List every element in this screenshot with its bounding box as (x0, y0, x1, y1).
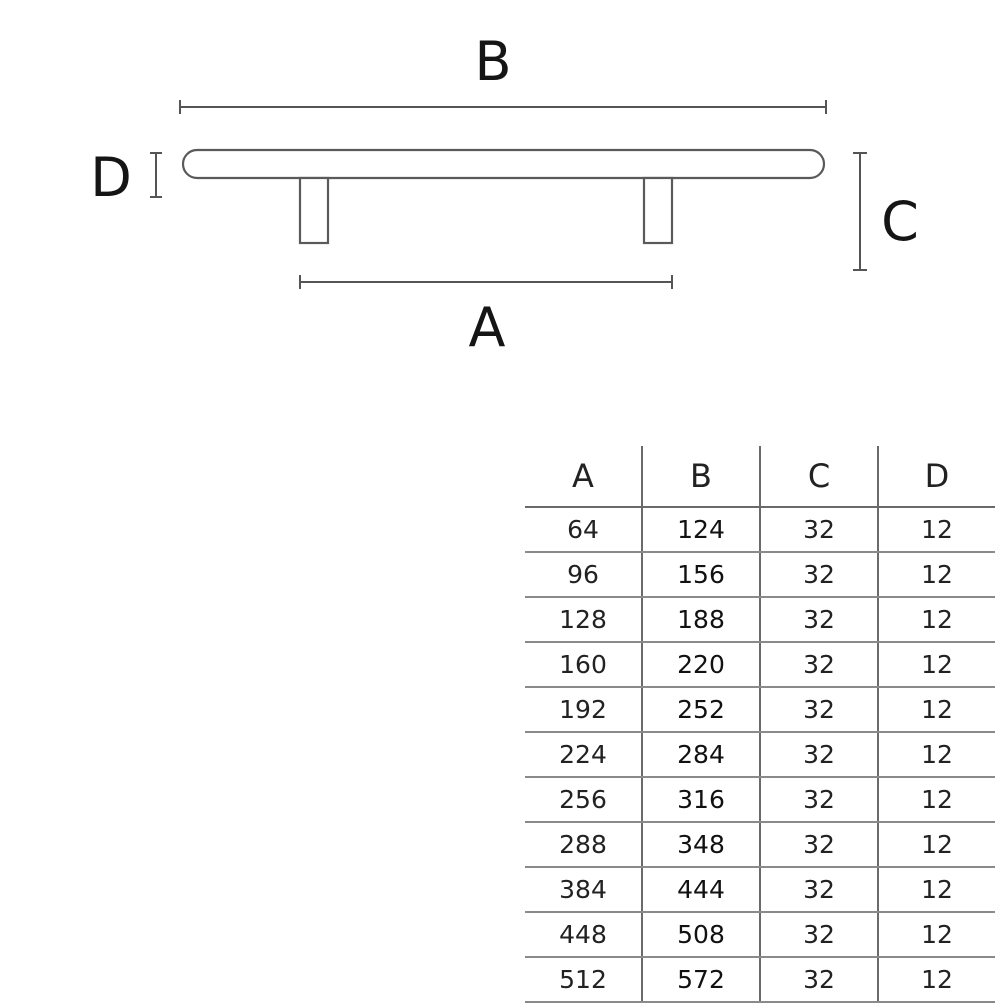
dimension-a-label: A (469, 296, 506, 359)
cell-b: 348 (641, 822, 760, 868)
dimension-b (179, 100, 827, 114)
handle-leg-right (642, 176, 674, 245)
cell-d: 12 (877, 867, 995, 913)
cell-a: 384 (525, 867, 642, 913)
table-row: 512 572 32 12 (525, 957, 995, 1003)
cell-d: 12 (877, 732, 995, 778)
table-row: 224 284 32 12 (525, 732, 995, 778)
cell-a: 192 (525, 687, 642, 733)
cell-a: 224 (525, 732, 642, 778)
cell-b: 444 (641, 867, 760, 913)
cell-c: 32 (759, 687, 878, 733)
handle-bar (181, 148, 826, 180)
cell-b: 316 (641, 777, 760, 823)
cell-c: 32 (759, 777, 878, 823)
table-row: 192 252 32 12 (525, 687, 995, 733)
cell-c: 32 (759, 507, 878, 553)
dimension-c (853, 152, 867, 271)
table-row: 128 188 32 12 (525, 597, 995, 643)
cell-c: 32 (759, 642, 878, 688)
cell-c: 32 (759, 552, 878, 598)
table-row: 96 156 32 12 (525, 552, 995, 598)
cell-a: 96 (525, 552, 642, 598)
table-row: 64 124 32 12 (525, 507, 995, 553)
cell-c: 32 (759, 732, 878, 778)
dimension-d-label: D (90, 146, 132, 209)
cell-b: 508 (641, 912, 760, 958)
dimension-a (299, 275, 673, 289)
dimension-b-label: B (474, 30, 511, 93)
cell-b: 284 (641, 732, 760, 778)
cell-b: 156 (641, 552, 760, 598)
table-row: 256 316 32 12 (525, 777, 995, 823)
cell-d: 12 (877, 957, 995, 1003)
cell-a: 448 (525, 912, 642, 958)
cell-c: 32 (759, 597, 878, 643)
table-header-row: A B C D (525, 446, 995, 508)
cell-c: 32 (759, 912, 878, 958)
cell-d: 12 (877, 912, 995, 958)
dimension-d (150, 152, 162, 198)
header-a: A (525, 446, 642, 508)
table-row: 448 508 32 12 (525, 912, 995, 958)
cell-d: 12 (877, 642, 995, 688)
table-row: 160 220 32 12 (525, 642, 995, 688)
cell-a: 288 (525, 822, 642, 868)
dimensions-table: A B C D 64 124 32 12 96 156 32 12 128 18… (525, 446, 995, 1003)
cell-a: 64 (525, 507, 642, 553)
cell-b: 572 (641, 957, 760, 1003)
cell-b: 252 (641, 687, 760, 733)
cell-d: 12 (877, 507, 995, 553)
dimension-c-label: C (881, 190, 919, 253)
cell-b: 220 (641, 642, 760, 688)
cell-a: 512 (525, 957, 642, 1003)
cell-a: 160 (525, 642, 642, 688)
cell-d: 12 (877, 822, 995, 868)
cell-b: 188 (641, 597, 760, 643)
cell-a: 128 (525, 597, 642, 643)
cell-d: 12 (877, 777, 995, 823)
table-row: 288 348 32 12 (525, 822, 995, 868)
table-row: 384 444 32 12 (525, 867, 995, 913)
handle-dimension-drawing: B D C A (90, 30, 919, 359)
header-c: C (759, 446, 878, 508)
cell-d: 12 (877, 597, 995, 643)
cell-c: 32 (759, 957, 878, 1003)
cell-c: 32 (759, 822, 878, 868)
cell-c: 32 (759, 867, 878, 913)
cell-d: 12 (877, 687, 995, 733)
cell-b: 124 (641, 507, 760, 553)
cell-d: 12 (877, 552, 995, 598)
handle-leg-left (298, 176, 330, 245)
header-d: D (877, 446, 995, 508)
cell-a: 256 (525, 777, 642, 823)
header-b: B (641, 446, 760, 508)
